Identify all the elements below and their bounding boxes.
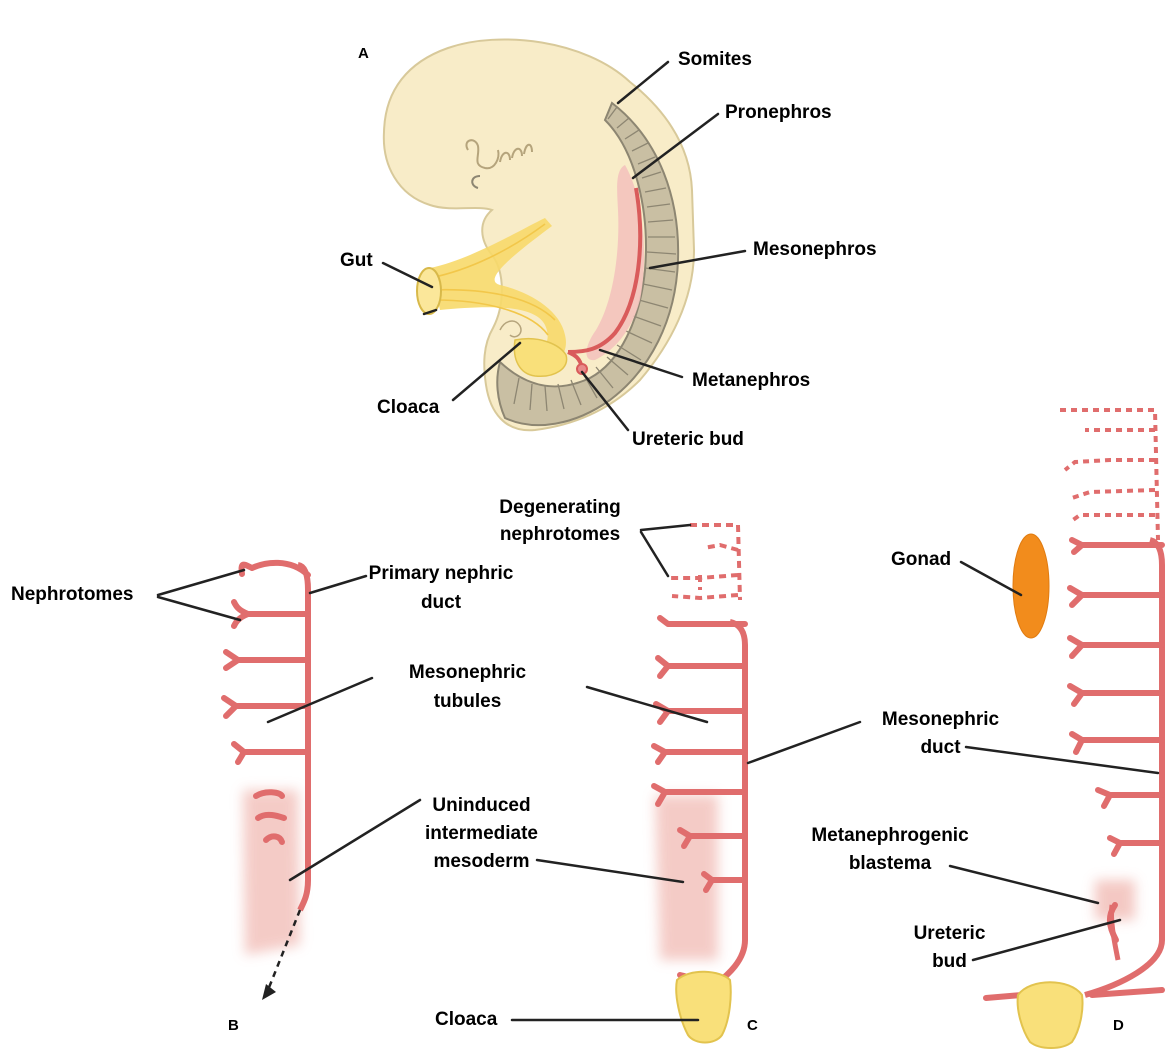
label-metanephrogenic-line2: blastema [800, 850, 980, 877]
label-mesonephric-duct-line2: duct [858, 734, 1023, 761]
panel-c-diagram [654, 525, 745, 1043]
label-pronephros: Pronephros [725, 99, 832, 126]
label-mesonephros: Mesonephros [753, 236, 877, 263]
leader-nephrotomes-2 [158, 597, 240, 620]
label-gonad: Gonad [891, 546, 951, 573]
panel-label-c: C [747, 1012, 758, 1039]
label-cloaca-c: Cloaca [435, 1006, 497, 1033]
label-metanephrogenic-line1: Metanephrogenic [800, 822, 980, 849]
panel-d-degenerating-tubules [1060, 410, 1158, 540]
label-primary-duct-line1: Primary nephric [356, 560, 526, 587]
label-mesonephric-tubules-line2: tubules [385, 688, 550, 715]
label-ureteric-bud-a: Ureteric bud [632, 426, 744, 453]
label-mesonephric-duct-line1: Mesonephric [858, 706, 1023, 733]
panel-label-a: A [358, 40, 369, 67]
label-degenerating-line1: Degenerating [480, 494, 640, 521]
label-uninduced-line3: mesoderm [404, 848, 559, 875]
panel-c-mesonephric-duct [715, 622, 745, 985]
panel-b-arrowhead [262, 984, 276, 1000]
label-ureteric-bud-d-line1: Ureteric [897, 920, 1002, 947]
label-cloaca-a: Cloaca [377, 394, 439, 421]
panel-b-diagram [224, 563, 308, 1000]
panel-label-b: B [228, 1012, 239, 1039]
label-primary-duct-line2: duct [356, 589, 526, 616]
leader-gonad [961, 562, 1021, 595]
label-mesonephric-tubules-line1: Mesonephric [385, 659, 550, 686]
label-ureteric-bud-d-line2: bud [897, 948, 1002, 975]
leader-degenerating-2 [641, 532, 668, 576]
label-uninduced-line2: intermediate [404, 820, 559, 847]
gut-opening [417, 268, 441, 314]
label-degenerating-line2: nephrotomes [480, 521, 640, 548]
leader-tubules-b [268, 678, 372, 722]
leader-mesonephric-duct-c [748, 722, 860, 763]
leader-tubules-c [587, 687, 707, 722]
panel-c-cloaca [676, 972, 731, 1043]
label-uninduced-line1: Uninduced [404, 792, 559, 819]
panel-d-metanephrogenic-blastema [1095, 880, 1135, 920]
label-somites: Somites [678, 46, 752, 73]
embryo-illustration [384, 39, 694, 430]
leader-nephrotomes-1 [158, 570, 244, 595]
leader-degenerating-1 [641, 525, 690, 530]
label-metanephros: Metanephros [692, 367, 810, 394]
panel-label-d: D [1113, 1012, 1124, 1039]
label-nephrotomes: Nephrotomes [11, 581, 133, 608]
gonad [1013, 534, 1049, 638]
label-gut: Gut [340, 247, 373, 274]
panel-c-degenerating-nephrotomes [670, 525, 740, 600]
panel-d-cloaca [1018, 982, 1083, 1048]
